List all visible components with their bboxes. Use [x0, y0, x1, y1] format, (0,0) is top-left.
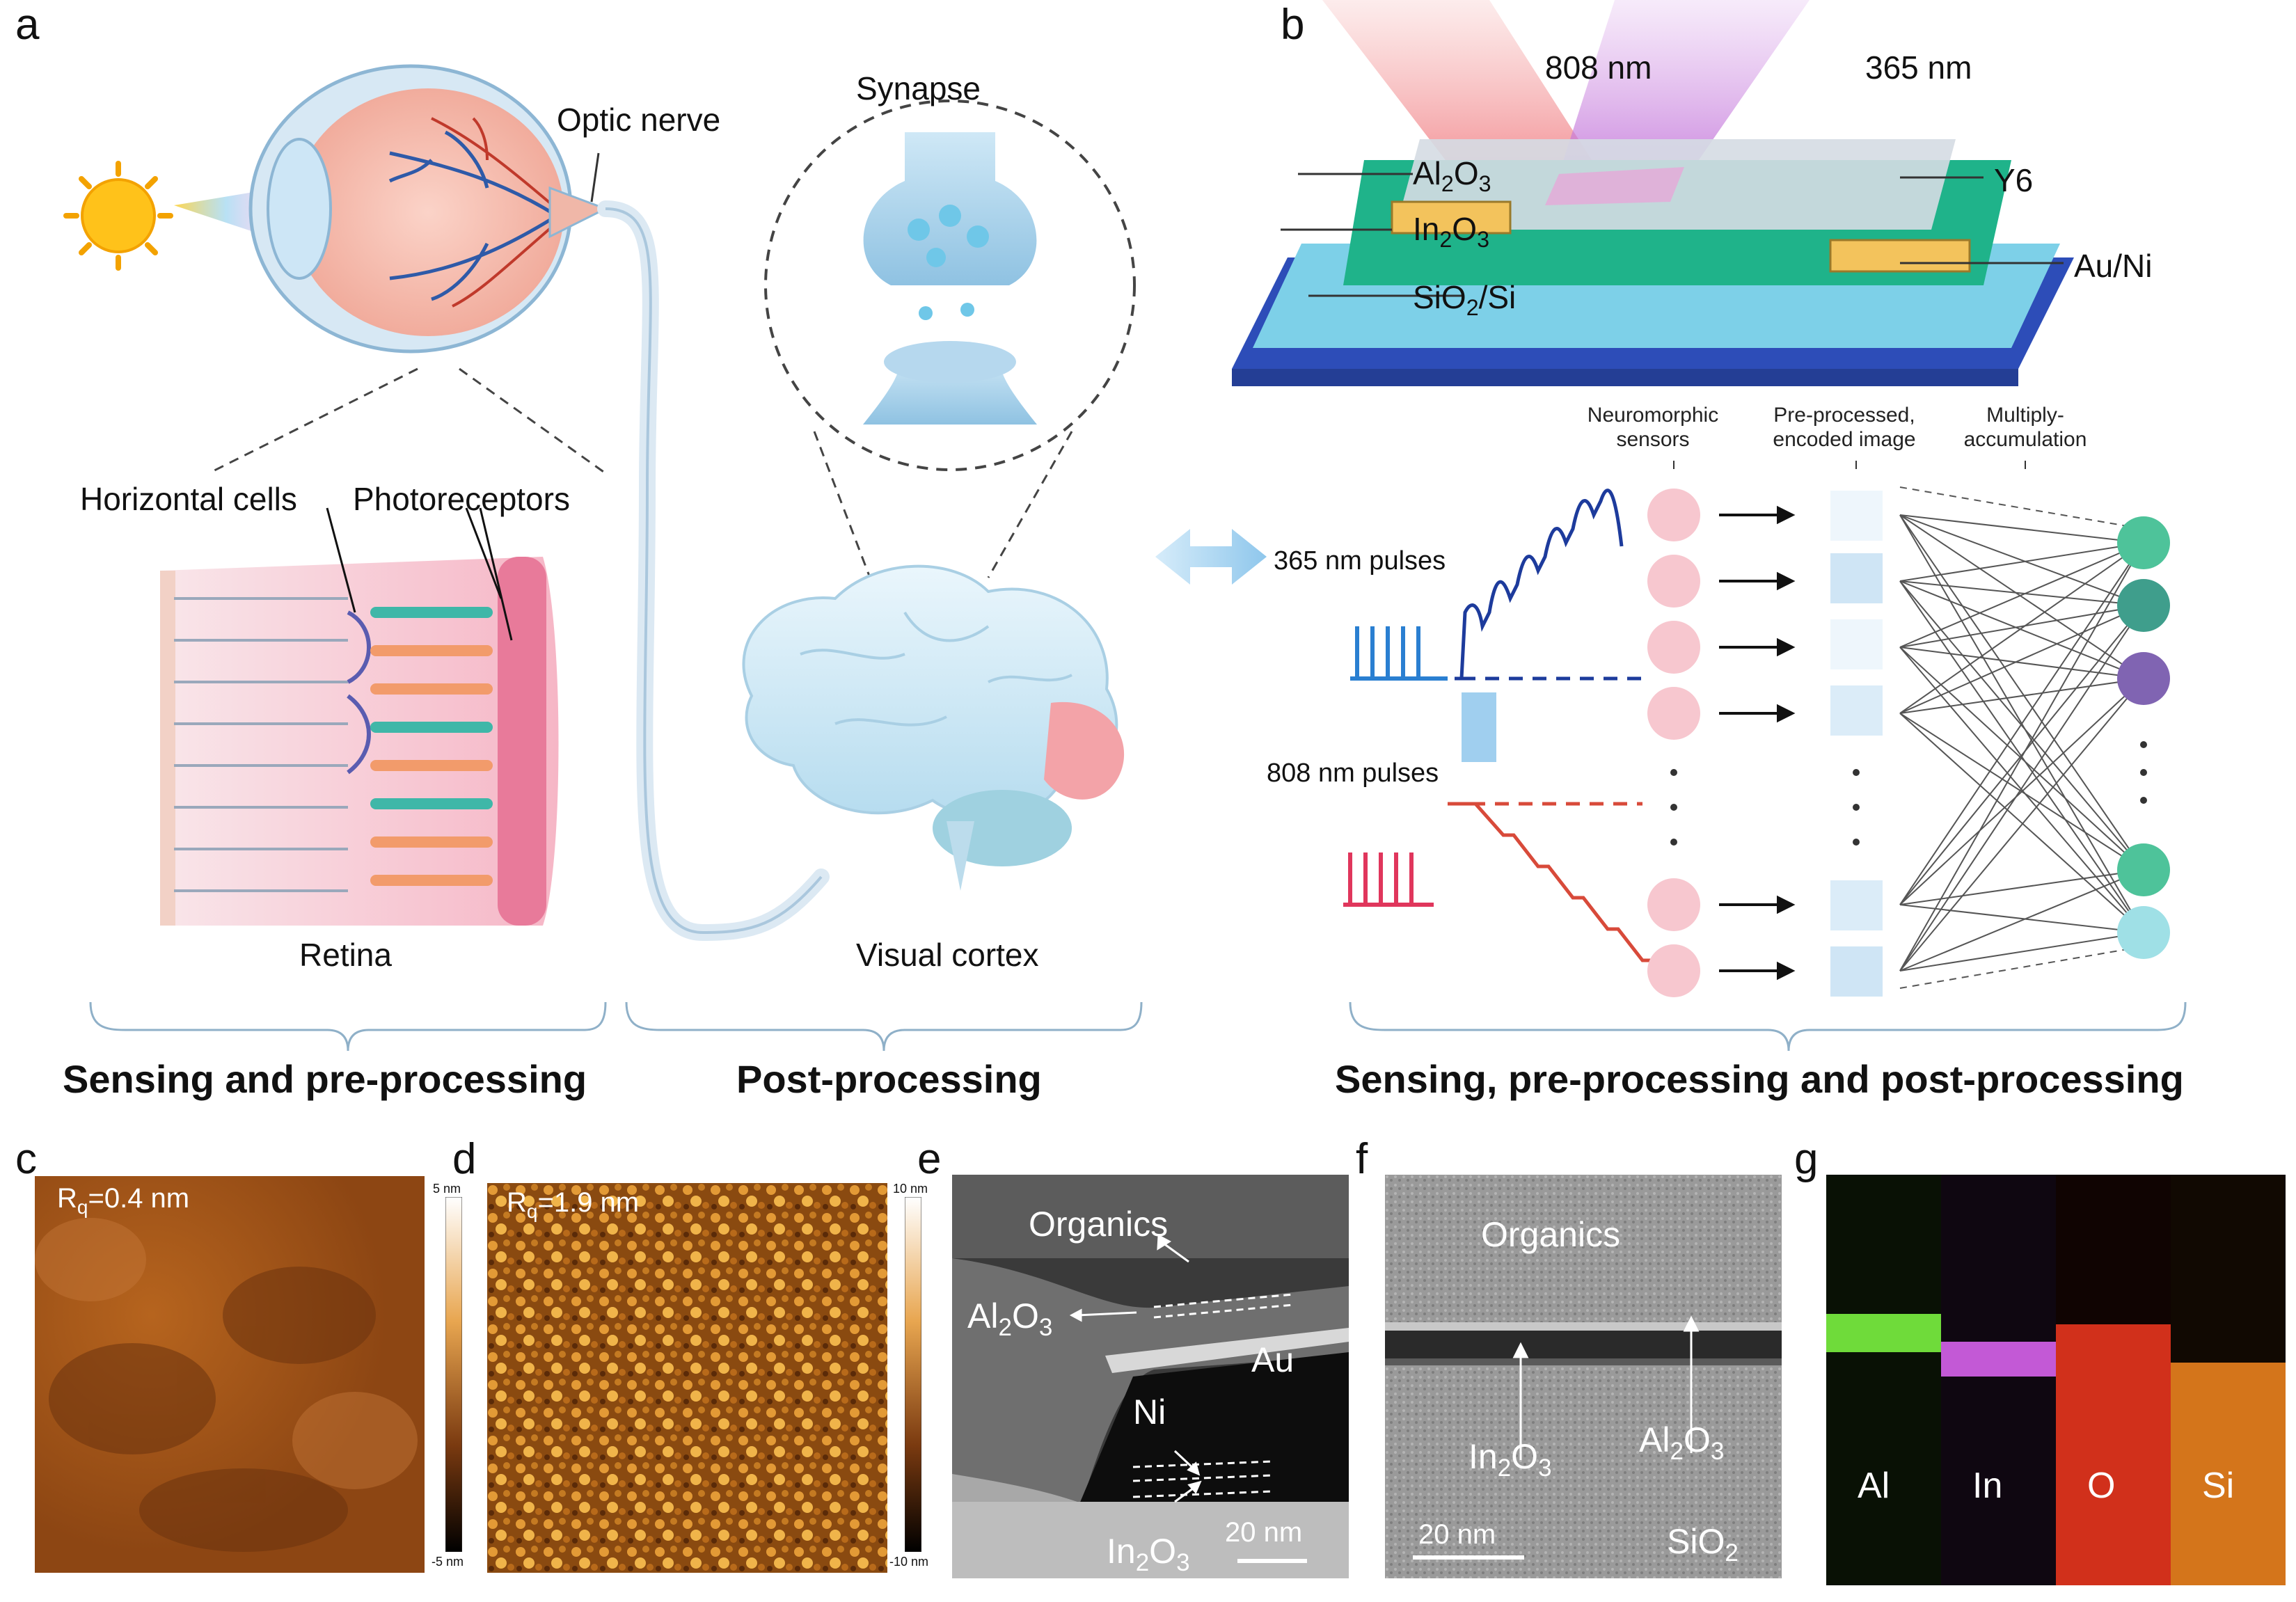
caption-sensing-pre-processing: Sensing and pre-processing [63, 1057, 587, 1101]
colorbar-d [905, 1197, 921, 1552]
label-808nm: 808 nm [1545, 49, 1652, 86]
eds-band-o [2056, 1324, 2171, 1585]
eds-band-in [1941, 1342, 2056, 1377]
eds-label-o: O [2087, 1466, 2116, 1506]
label-retina: Retina [299, 937, 392, 973]
tem-f-label-sio2: SiO2 [1667, 1522, 1739, 1567]
rq-label-c: Rq=0.4 nm [57, 1183, 190, 1218]
afm-image-d [487, 1183, 887, 1573]
panel-b-illustration [1155, 0, 2187, 1052]
uv-pulse-train [1350, 626, 1448, 681]
output-neurons [2117, 516, 2170, 959]
tem-image-e [952, 1175, 1349, 1578]
colorbar-d-min: -10 nm [889, 1555, 929, 1569]
panel-letter-c: c [15, 1135, 37, 1183]
encoded-ellipsis [1853, 769, 1860, 846]
brain-illustration [742, 564, 1125, 891]
colorbar-c-min: -5 nm [432, 1555, 464, 1569]
eds-label-si: Si [2202, 1466, 2235, 1506]
header-neuromorphic-sensors: Neuromorphic sensors [1587, 404, 1719, 451]
colorbar-c [445, 1197, 462, 1552]
colorbar-d-max: 10 nm [893, 1182, 928, 1196]
sensor-arrows [1719, 505, 1796, 981]
label-horizontal-cells: Horizontal cells [80, 481, 297, 517]
tem-e-label-in2o3: In2O3 [1107, 1532, 1190, 1576]
panel-letter-e: e [917, 1135, 942, 1183]
caption-post-processing: Post-processing [736, 1057, 1042, 1101]
tem-e-label-al2o3: Al2O3 [967, 1296, 1053, 1341]
label-y6-layer: Y6 [1994, 162, 2034, 198]
panel-letter-b: b [1281, 1, 1305, 49]
tem-e-label-organics: Organics [1029, 1205, 1169, 1244]
eds-band-si [2171, 1363, 2286, 1585]
nir-pulse-train [1343, 852, 1434, 907]
bidirectional-arrow-icon [1155, 529, 1267, 585]
eye-illustration [248, 64, 608, 354]
header-multiply-accumulation: Multiply-accumulation [1963, 404, 2087, 451]
colorbar-c-max: 5 nm [433, 1182, 461, 1196]
rq-label-d: Rq=1.9 nm [507, 1187, 640, 1222]
label-in2o3-layer: In2O3 [1413, 211, 1489, 253]
label-365nm-pulses: 365 nm pulses [1274, 546, 1446, 576]
panel-letter-g: g [1794, 1135, 1819, 1183]
output-ellipsis [2140, 741, 2147, 804]
label-optic-nerve: Optic nerve [557, 102, 721, 138]
optic-nerve-cable [597, 200, 830, 942]
nir-response-curve [1455, 802, 1653, 962]
label-visual-cortex: Visual cortex [856, 937, 1039, 973]
eds-band-al [1826, 1314, 1941, 1352]
label-365nm: 365 nm [1865, 49, 1972, 86]
uv-response-curve [1455, 489, 1624, 681]
eds-label-al: Al [1858, 1466, 1890, 1506]
transition-arrow-block [1462, 692, 1496, 762]
label-808nm-pulses: 808 nm pulses [1267, 759, 1439, 788]
label-sio2-si-layer: SiO2/Si [1413, 279, 1517, 321]
header-encoded-image: Pre-processed, encoded image [1773, 404, 1916, 451]
caption-sensing-pre-post-processing: Sensing, pre-processing and post-process… [1335, 1057, 2184, 1101]
label-al2o3-layer: Al2O3 [1413, 155, 1491, 197]
panel-letter-d: d [452, 1135, 477, 1183]
tem-f-label-al2o3: Al2O3 [1639, 1420, 1725, 1465]
network-connections [1899, 514, 2144, 971]
panel-letter-f: f [1356, 1135, 1368, 1183]
tem-f-scale-label: 20 nm [1418, 1519, 1496, 1550]
label-synapse: Synapse [856, 70, 981, 106]
tem-f-label-organics: Organics [1481, 1215, 1621, 1254]
neuromorphic-sensors [1647, 489, 1700, 997]
panel-a-braces [89, 1001, 1143, 1052]
eds-map-g [1826, 1175, 2286, 1585]
tem-f-label-in2o3: In2O3 [1468, 1437, 1552, 1482]
tem-e-label-ni: Ni [1133, 1393, 1166, 1432]
device-stack [1232, 139, 2074, 386]
panel-a-illustration [63, 64, 1143, 1052]
label-photoreceptors: Photoreceptors [353, 481, 570, 517]
label-au-ni-layer: Au/Ni [2074, 248, 2153, 284]
tem-e-scale-label: 20 nm [1225, 1517, 1303, 1548]
tem-e-label-au: Au [1251, 1340, 1295, 1379]
synapse-illustration [764, 100, 1136, 578]
encoded-image-blocks [1830, 491, 1883, 997]
tem-image-f [1385, 1175, 1782, 1578]
eds-label-in: In [1972, 1466, 2003, 1506]
afm-image-c [35, 1176, 425, 1573]
sensor-ellipsis [1670, 769, 1677, 846]
panel-letter-a: a [15, 1, 40, 49]
sun-icon [63, 161, 278, 271]
panel-b-brace [1349, 1001, 2187, 1052]
retina-illustration [160, 507, 559, 926]
